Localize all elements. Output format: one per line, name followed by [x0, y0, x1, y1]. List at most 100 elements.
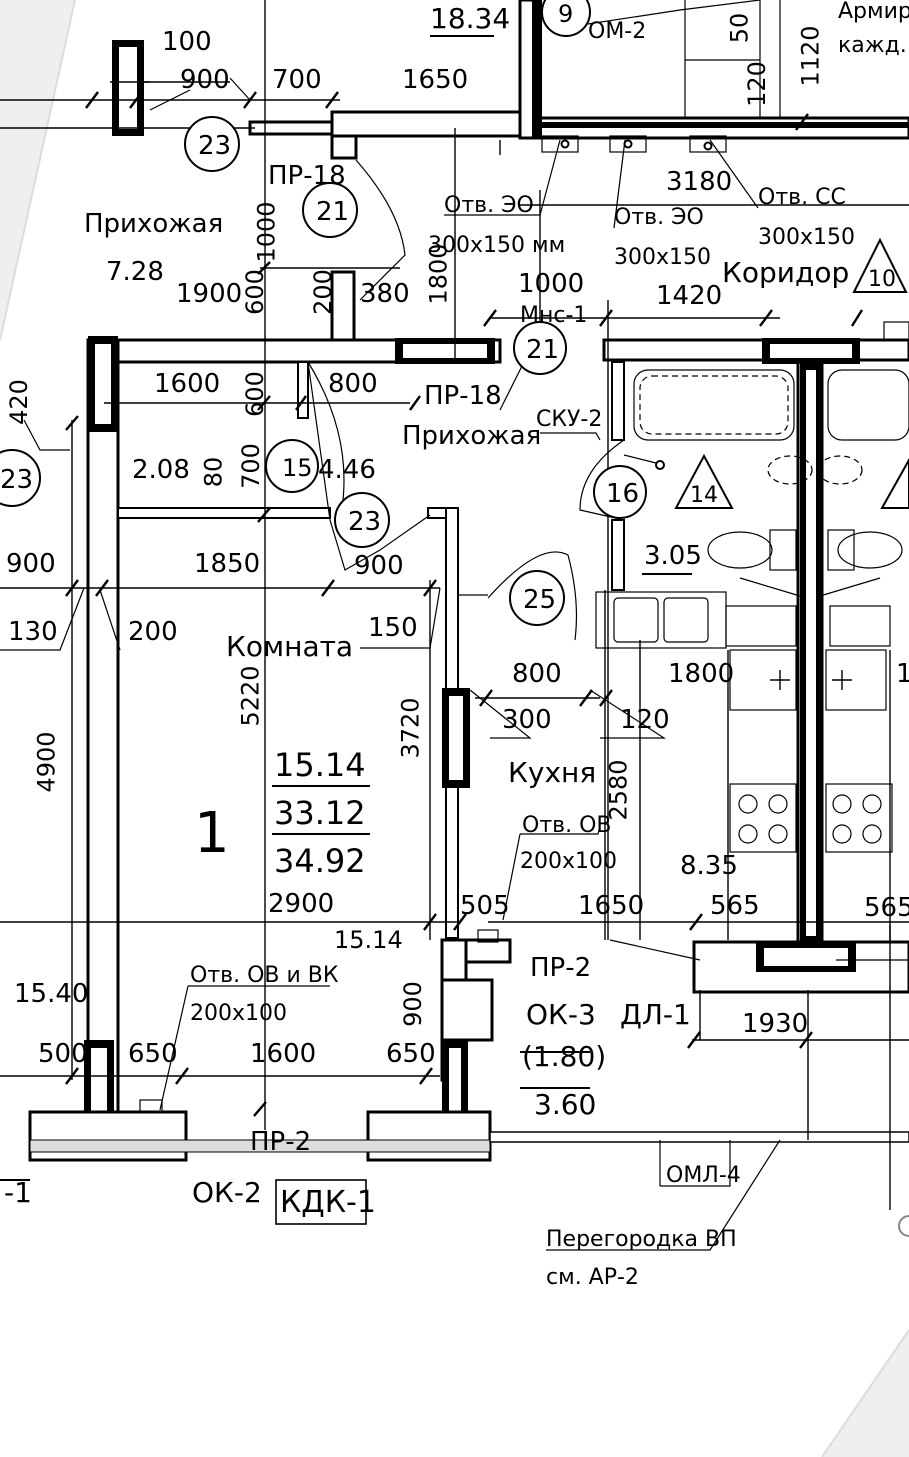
label-t-100: 100: [162, 27, 212, 57]
label-t-4900: 4900: [33, 731, 61, 792]
label-t-16: 16: [606, 479, 639, 509]
label-t-pr18a: ПР-18: [268, 161, 346, 191]
label-t-505: 505: [460, 891, 510, 921]
triangle-14b: [880, 457, 909, 509]
label-t-900c: 900: [354, 551, 404, 581]
label-t-oml4: ОМЛ-4: [666, 1163, 741, 1188]
label-t-180: (1.80): [522, 1040, 606, 1073]
label-t-600b: 600: [241, 371, 269, 417]
label-t-1120: 1120: [797, 25, 825, 86]
label-t-305: 3.05: [644, 541, 702, 571]
label-t-80: 80: [199, 457, 227, 488]
label-t-200x100a: 200х100: [520, 849, 617, 874]
label-t-3492: 34.92: [274, 842, 366, 880]
label-t-446: 4.46: [318, 455, 376, 485]
label-t-1514b: 15.14: [334, 926, 403, 954]
label-t-2580: 2580: [605, 759, 633, 820]
label-t-21b: 21: [526, 335, 559, 365]
label-t-mns1: Мнс-1: [520, 303, 587, 328]
label-t-300x150a: 300х150: [614, 245, 711, 270]
label-t-50: 50: [725, 13, 753, 44]
label-t-otv-ss: Отв. СС: [758, 185, 846, 210]
label-t-1650b: 1650: [578, 891, 644, 921]
label-t-om2: ОМ-2: [588, 19, 646, 44]
label-t-1900: 1900: [176, 279, 242, 309]
label-t-420: 420: [5, 379, 33, 425]
label-t-pr18b: ПР-18: [424, 381, 502, 411]
label-t-21a: 21: [316, 197, 349, 227]
label-t-koridor: Коридор: [722, 256, 849, 289]
dimension-lines: [0, 0, 909, 1251]
marker-9: [541, 0, 591, 37]
label-t-500: 500: [38, 1039, 88, 1069]
label-t-otv-eo1: Отв. ЭО: [444, 193, 534, 218]
label-t-120b: 120: [620, 705, 670, 735]
label-t-900a: 900: [180, 65, 230, 95]
label-t-pr2a: ПР-2: [530, 953, 591, 983]
label-t-10: 10: [868, 267, 896, 292]
label-t-208: 2.08: [132, 455, 190, 485]
label-t-1l: -1: [4, 1176, 32, 1209]
label-t-23c: 23: [348, 507, 381, 537]
label-t-300x150mm: 300х150 мм: [428, 233, 565, 258]
label-t-18r: 18: [896, 659, 909, 689]
label-t-650b: 650: [386, 1039, 436, 1069]
label-t-komnata: Комната: [226, 630, 353, 663]
label-t-kuhnya: Кухня: [508, 756, 596, 789]
marker-16: [593, 465, 647, 519]
label-t-600a: 600: [241, 269, 269, 315]
label-t-1800a: 1800: [425, 243, 453, 304]
label-t-prih1: Прихожая: [84, 209, 223, 239]
label-t-1: 1: [194, 801, 230, 866]
wall-openings: [139, 135, 909, 1113]
paper-edge: [0, 0, 76, 341]
label-t-2900: 2900: [268, 889, 334, 919]
label-t-pr2b: ПР-2: [250, 1127, 311, 1157]
label-t-200x100b: 200х100: [190, 1001, 287, 1026]
label-t-1000a: 1000: [253, 201, 281, 262]
label-t-1600a: 1600: [154, 369, 220, 399]
label-t-1420: 1420: [656, 281, 722, 311]
label-t-1930: 1930: [742, 1009, 808, 1039]
label-t-800b: 800: [512, 659, 562, 689]
label-t-130: 130: [8, 617, 58, 647]
label-t-120a: 120: [743, 61, 771, 107]
walls: [28, 0, 909, 1162]
label-t-3312: 33.12: [274, 794, 366, 832]
label-t-sku2: СКУ-2: [536, 407, 602, 432]
label-t-18-34: 18.34: [430, 2, 510, 35]
label-t-728: 7.28: [106, 257, 164, 287]
label-t-1850: 1850: [194, 549, 260, 579]
label-t-1650a: 1650: [402, 65, 468, 95]
label-t-835: 8.35: [680, 851, 738, 881]
label-t-dl1: ДЛ-1: [620, 998, 691, 1031]
label-t-300: 300: [502, 705, 552, 735]
label-t-peregorodka: Перегородка ВП: [546, 1227, 737, 1252]
label-t-565a: 565: [710, 891, 760, 921]
label-t-5220: 5220: [237, 665, 265, 726]
label-t-300x150b: 300х150: [758, 225, 855, 250]
label-t-380: 380: [360, 279, 410, 309]
label-t-650a: 650: [128, 1039, 178, 1069]
label-t-prih2: Прихожая: [402, 421, 541, 451]
paper-edge-right: [821, 1329, 909, 1457]
zoom-handle-icon[interactable]: [898, 1215, 909, 1237]
marker-15: [265, 439, 319, 493]
bathroom-fixtures: [633, 369, 909, 597]
marker-25: [509, 570, 565, 626]
triangle-10: [852, 237, 908, 293]
marker-23c: [334, 492, 390, 548]
label-t-3180: 3180: [666, 167, 732, 197]
label-t-1000b: 1000: [518, 269, 584, 299]
label-t-15: 15: [282, 454, 313, 482]
label-t-565b: 565: [864, 893, 909, 923]
label-t-otv-ov: Отв. ОВ: [522, 813, 612, 838]
markers: [0, 0, 909, 626]
marker-23b: [0, 449, 41, 507]
label-t-ok2: ОК-2: [192, 1176, 262, 1209]
label-t-otv-eo2: Отв. ЭО: [614, 205, 704, 230]
label-t-ar2: см. АР-2: [546, 1265, 639, 1290]
kitchen-fixtures: [595, 591, 893, 940]
